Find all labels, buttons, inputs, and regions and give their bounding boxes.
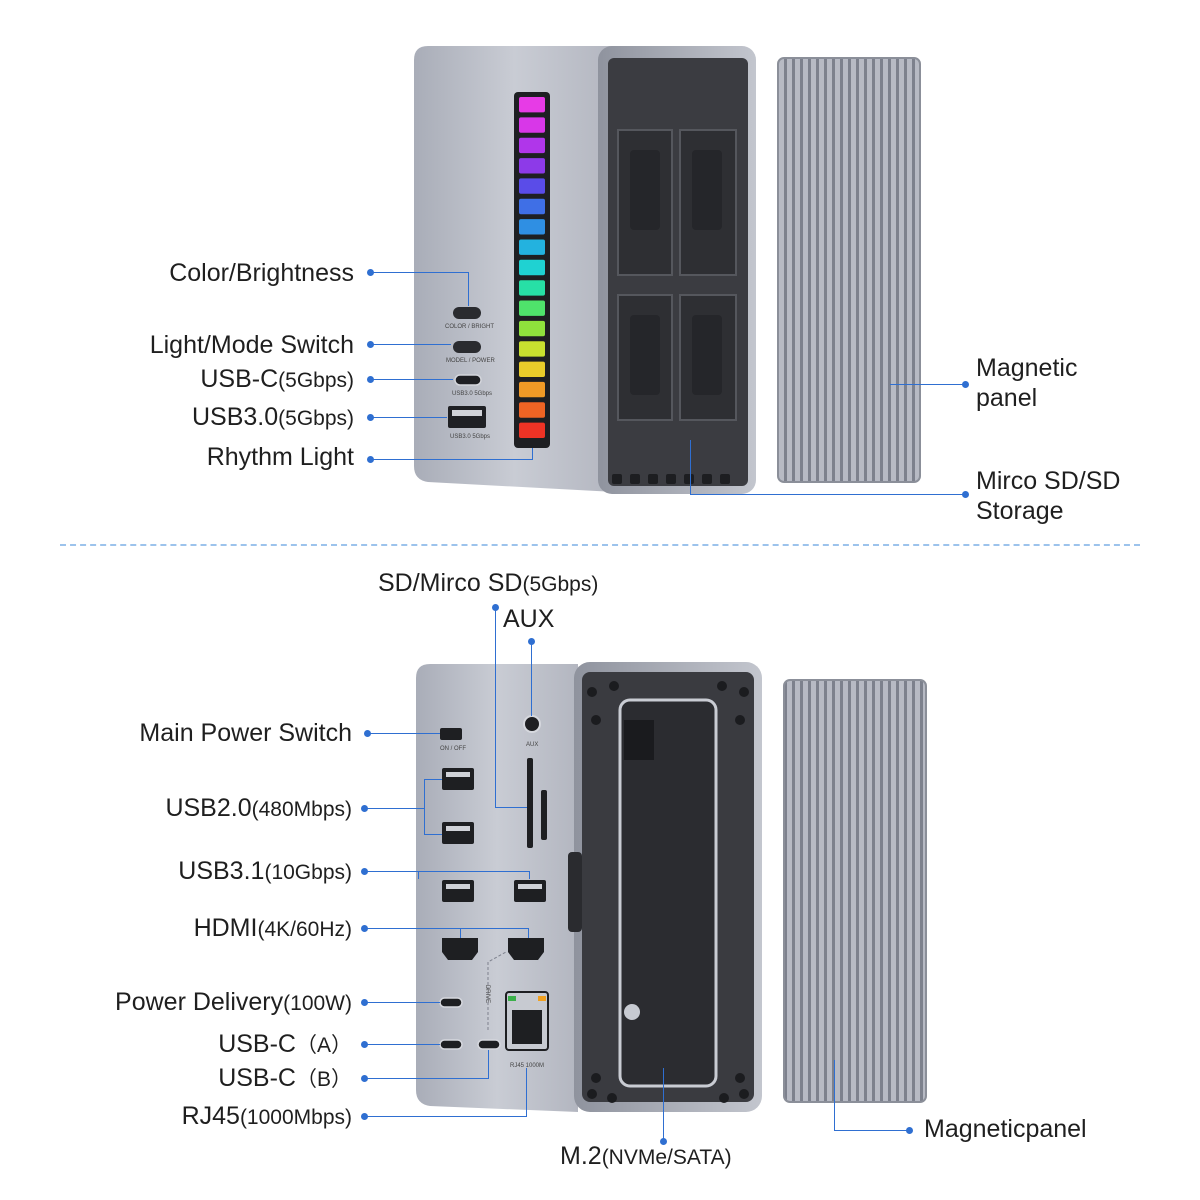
- label-usb30-top: USB3.0(5Gbps): [191, 403, 354, 431]
- rhythm-led: [519, 219, 545, 235]
- label-usbc-b: USB-C（B）: [218, 1064, 352, 1092]
- sd-slot: [527, 758, 533, 848]
- usb-c-pd-port: [439, 997, 463, 1008]
- rhythm-led: [519, 361, 545, 377]
- label-main-power-switch: Main Power Switch: [139, 719, 352, 747]
- aux-jack: [523, 715, 541, 733]
- section-divider: [60, 544, 1140, 546]
- magnetic-panel-bottom: [784, 680, 926, 1102]
- rhythm-led: [519, 259, 545, 276]
- label-usb31: USB3.1(10Gbps): [178, 857, 352, 885]
- label-usb20: USB2.0(480Mbps): [165, 794, 352, 822]
- rhythm-led: [519, 117, 545, 133]
- rhythm-light-leds: [519, 97, 545, 438]
- label-magnetic-panel-bottom: Magneticpanel: [924, 1115, 1087, 1143]
- color-brightness-button: [453, 307, 481, 319]
- label-rj45: RJ45(1000Mbps): [181, 1102, 352, 1130]
- label-card-storage: Mirco SD/SD Storage: [976, 467, 1121, 525]
- rhythm-led: [519, 239, 545, 255]
- bottom-dock-illustration: [416, 662, 927, 1112]
- rhythm-led: [519, 198, 545, 215]
- rhythm-led: [519, 341, 545, 357]
- label-aux: AUX: [503, 605, 555, 633]
- rhythm-led: [519, 320, 545, 337]
- rhythm-led: [519, 402, 545, 418]
- btn1-caption: COLOR / BRIGHT: [445, 324, 495, 330]
- usb-c-b-port: [477, 1039, 501, 1050]
- label-power-delivery: Power Delivery(100W): [115, 988, 352, 1016]
- micro-sd-slot: [541, 790, 547, 840]
- label-usbc-top: USB-C(5Gbps): [200, 365, 354, 393]
- rhythm-led: [519, 381, 545, 398]
- m2-slot: [618, 698, 718, 1088]
- usbc-caption: USB3.0 5Gbps: [452, 391, 493, 397]
- rhythm-led: [519, 300, 545, 316]
- rj45-caption: RJ45 1000M: [510, 1063, 545, 1069]
- light-mode-button: [453, 341, 481, 353]
- rhythm-led: [519, 422, 545, 438]
- label-light-mode-switch: Light/Mode Switch: [149, 331, 354, 359]
- rhythm-led: [519, 158, 545, 174]
- btn2-caption: MODEL / POWER: [446, 358, 495, 364]
- label-usbc-a: USB-C（A）: [218, 1030, 352, 1058]
- usb-c-a-port: [439, 1039, 463, 1050]
- usb31-port-2: [514, 880, 546, 902]
- aux-caption: AUX: [526, 742, 539, 748]
- usb31-port-1: [442, 880, 474, 902]
- magnetic-panel-top: [778, 58, 920, 482]
- drive-caption: DRIVE: [484, 984, 491, 1004]
- rhythm-led: [519, 137, 545, 154]
- m2-connector: [624, 720, 654, 760]
- hdmi-port-1: [442, 938, 478, 960]
- label-rhythm-light: Rhythm Light: [206, 443, 354, 471]
- label-magnetic-panel-top: Magnetic panel: [976, 354, 1078, 412]
- bay-vents: [612, 474, 730, 484]
- rhythm-led: [519, 178, 545, 194]
- label-color-brightness: Color/Brightness: [169, 259, 354, 287]
- label-hdmi: HDMI(4K/60Hz): [193, 914, 352, 942]
- usba-caption: USB3.0 5Gbps: [450, 434, 491, 440]
- main-power-switch: [440, 728, 462, 740]
- usb-a-port-top: [448, 406, 486, 428]
- label-m2: M.2(NVMe/SATA): [560, 1142, 732, 1170]
- hdmi-port-2: [508, 938, 544, 960]
- usb-c-port-top: [454, 374, 482, 386]
- usb20-port-2: [442, 822, 474, 844]
- rhythm-led: [519, 97, 545, 113]
- top-dock-illustration: [414, 46, 921, 494]
- label-sd: SD/Mirco SD(5Gbps): [378, 569, 599, 597]
- usb20-port-1: [442, 768, 474, 790]
- onoff-caption: ON / OFF: [440, 746, 466, 752]
- rhythm-led: [519, 280, 545, 296]
